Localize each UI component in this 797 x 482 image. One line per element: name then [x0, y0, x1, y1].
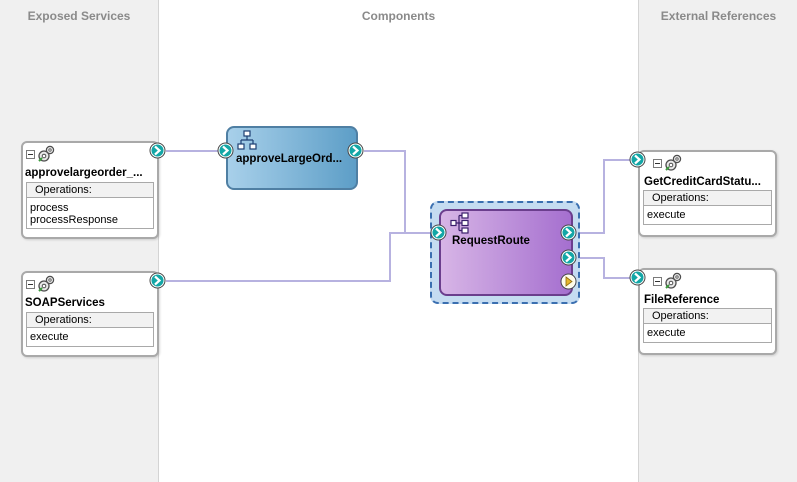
wire-requestroute-to-creditcard — [577, 159, 637, 234]
reference-name: GetCreditCardStatu... — [644, 176, 761, 188]
component-output-port-icon[interactable] — [560, 224, 577, 241]
component-name: approveLargeOrd... — [236, 153, 343, 165]
collapse-icon[interactable] — [653, 277, 662, 286]
reference-port-icon[interactable] — [629, 269, 646, 286]
component-name: RequestRoute — [452, 235, 530, 247]
exposed-services-title: Exposed Services — [27, 9, 131, 23]
component-approvelargeorder[interactable]: approveLargeOrd... — [226, 126, 358, 190]
bpel-icon — [237, 130, 257, 150]
operation-item[interactable]: execute — [647, 327, 686, 339]
component-output-port-icon[interactable] — [347, 142, 364, 159]
gear-icon — [665, 272, 682, 289]
external-reference-filereference[interactable]: FileReference Operations: execute — [638, 268, 777, 355]
exposed-service-approvelargeorder[interactable]: approvelargeorder_... Operations: proces… — [21, 141, 159, 239]
gear-icon — [665, 154, 682, 171]
operation-item[interactable]: execute — [30, 331, 69, 343]
component-output-port-icon[interactable] — [560, 249, 577, 266]
operations-box: Operations: execute — [26, 312, 154, 347]
operations-box: Operations: execute — [643, 190, 772, 225]
external-reference-getcreditcardstatus[interactable]: GetCreditCardStatu... Operations: execut… — [638, 150, 777, 237]
operations-header: Operations: — [644, 191, 771, 206]
reference-name: FileReference — [644, 294, 720, 306]
wire-soap-to-requestroute — [166, 232, 438, 282]
operations-header: Operations: — [27, 313, 153, 328]
reference-port-icon[interactable] — [629, 151, 646, 168]
collapse-icon[interactable] — [26, 280, 35, 289]
collapse-icon[interactable] — [26, 150, 35, 159]
wire-bpel-to-requestroute — [364, 150, 438, 234]
operations-box: Operations: process processResponse — [26, 182, 154, 229]
components-title: Components — [361, 9, 436, 23]
operations-header: Operations: — [644, 309, 771, 324]
component-input-port-icon[interactable] — [217, 142, 234, 159]
component-input-port-icon[interactable] — [430, 224, 447, 241]
event-port-icon[interactable] — [560, 273, 577, 290]
external-references-title: External References — [660, 9, 777, 23]
external-references-lane: External References — [638, 0, 797, 482]
collapse-icon[interactable] — [653, 159, 662, 168]
exposed-service-soapservices[interactable]: SOAPServices Operations: execute — [21, 271, 159, 357]
operation-item[interactable]: processResponse — [30, 214, 119, 226]
gear-icon — [38, 145, 55, 162]
operations-box: Operations: execute — [643, 308, 772, 343]
component-requestroute[interactable]: RequestRoute — [439, 209, 573, 296]
operation-item[interactable]: process — [30, 202, 69, 214]
operation-item[interactable]: execute — [647, 209, 686, 221]
operations-header: Operations: — [27, 183, 153, 198]
service-name: SOAPServices — [25, 297, 105, 309]
wire-requestroute-to-filereference — [577, 257, 637, 279]
service-port-icon[interactable] — [149, 142, 166, 159]
mediator-icon — [450, 212, 469, 234]
exposed-services-lane: Exposed Services — [0, 0, 159, 482]
gear-icon — [38, 275, 55, 292]
service-name: approvelargeorder_... — [25, 167, 143, 179]
service-port-icon[interactable] — [149, 272, 166, 289]
